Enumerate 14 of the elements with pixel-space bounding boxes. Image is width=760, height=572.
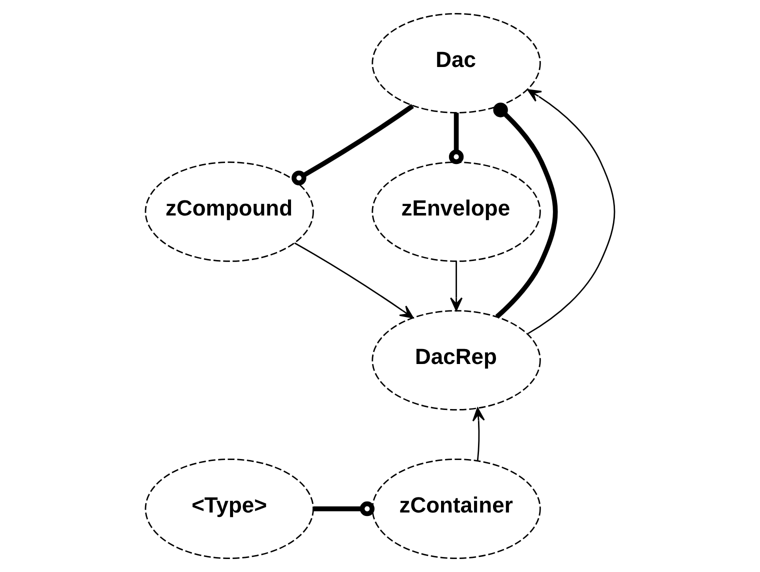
node-ellipse: Dac	[372, 13, 541, 114]
node-ellipse: zContainer	[372, 458, 541, 559]
arrow	[527, 89, 616, 334]
node-ellipse: zCompound	[144, 162, 314, 262]
node-ellipse: <Type>	[144, 458, 314, 559]
arrow	[472, 407, 485, 461]
connector	[314, 501, 375, 516]
connector	[292, 104, 414, 186]
connector	[493, 102, 558, 319]
node-ellipse: zEnvelope	[372, 162, 541, 262]
node-ellipse: DacRep	[372, 310, 541, 410]
arrow	[450, 261, 463, 311]
arrow	[294, 242, 414, 318]
connector	[448, 112, 464, 164]
